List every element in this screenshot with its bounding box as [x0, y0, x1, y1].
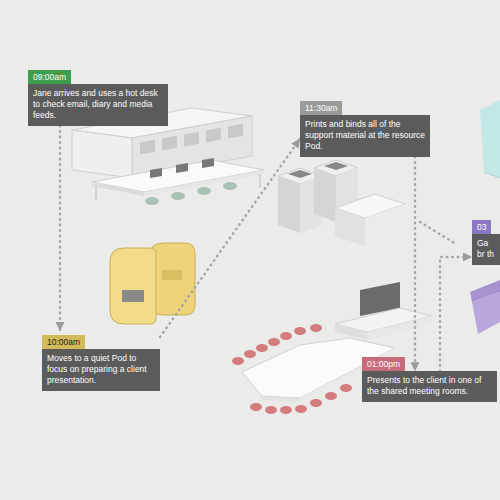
meeting-room-shape — [280, 406, 292, 414]
hot-desk-shape — [197, 187, 211, 195]
hot-desk-shape — [162, 136, 177, 151]
hot-desk-shape — [228, 124, 243, 139]
time-label: 09:00am — [28, 70, 71, 84]
hot-desk-shape — [145, 197, 159, 205]
dotted-arrow — [414, 157, 417, 371]
dotted-arrow — [59, 126, 62, 331]
glass-room — [480, 100, 500, 178]
hot-desk-shape — [140, 140, 155, 155]
caption-box: 11:30amPrints and binds all of the suppo… — [300, 97, 430, 157]
meeting-room-shape — [367, 316, 432, 340]
caption-box: 01:00pmPresents to the client in one of … — [362, 353, 497, 402]
hot-desk-shape — [202, 158, 214, 168]
resource-pod-shape — [278, 176, 300, 233]
glass-room-shape — [480, 100, 500, 178]
hot-desk-shape — [206, 128, 221, 143]
quiet-pod-shape — [110, 248, 156, 324]
dotted-path — [420, 222, 456, 244]
lounge-sofa-shape — [472, 292, 500, 334]
meeting-room-shape — [335, 324, 367, 340]
hot-desk-shape — [92, 182, 144, 196]
time-label: 10:00am — [42, 335, 85, 349]
quiet-pod-shape — [162, 270, 182, 280]
meeting-room-shape — [244, 350, 256, 358]
meeting-room-shape — [325, 392, 337, 400]
meeting-room-shape — [250, 403, 262, 411]
caption-box: 09:00amJane arrives and uses a hot desk … — [28, 66, 168, 126]
resource-pod-shape — [365, 204, 405, 246]
caption-text: Jane arrives and uses a hot desk to chec… — [28, 84, 168, 126]
caption-box: 03Ga br th — [472, 216, 500, 265]
meeting-room-shape — [280, 332, 292, 340]
meeting-room-shape — [340, 384, 352, 392]
glass-room-shape — [484, 172, 500, 178]
time-label: 11:30am — [300, 101, 342, 115]
quiet-pod-shape — [150, 243, 195, 315]
resource-pod — [278, 160, 405, 246]
hot-desk-shape — [72, 130, 132, 178]
resource-pod-shape — [288, 170, 312, 178]
hot-desk-shape — [184, 132, 199, 147]
caption-text: Presents to the client in one of the sha… — [362, 371, 497, 402]
caption-text: Prints and binds all of the support mate… — [300, 115, 430, 157]
hot-desk-shape — [260, 174, 261, 188]
hot-desk-shape — [96, 186, 97, 200]
resource-pod-shape — [324, 162, 348, 170]
meeting-room-shape — [265, 406, 277, 414]
meeting-room-shape — [256, 344, 268, 352]
hot-desk-shape — [150, 168, 162, 178]
hot-desk-shape — [171, 192, 185, 200]
meeting-room-shape — [310, 399, 322, 407]
meeting-room-shape — [232, 357, 244, 365]
dotted-arrow — [160, 139, 300, 337]
resource-pod-shape — [335, 208, 365, 246]
caption-text: Moves to a quiet Pod to focus on prepari… — [42, 349, 160, 391]
time-label: 03 — [472, 220, 491, 234]
meeting-room-shape — [268, 338, 280, 346]
meeting-room-shape — [310, 324, 322, 332]
lounge-sofa — [470, 280, 500, 334]
meeting-room-shape — [294, 327, 306, 335]
time-label: 01:00pm — [362, 357, 405, 371]
hot-desk-shape — [176, 163, 188, 173]
quiet-pod — [110, 243, 195, 324]
caption-text: Ga br th — [472, 234, 500, 265]
meeting-room-shape — [295, 405, 307, 413]
meeting-room-shape — [262, 396, 300, 402]
hot-desk-shape — [223, 182, 237, 190]
resource-pod-shape — [314, 168, 336, 222]
dotted-arrow — [440, 257, 472, 371]
quiet-pod-shape — [122, 290, 144, 302]
caption-box: 10:00amMoves to a quiet Pod to focus on … — [42, 331, 160, 391]
